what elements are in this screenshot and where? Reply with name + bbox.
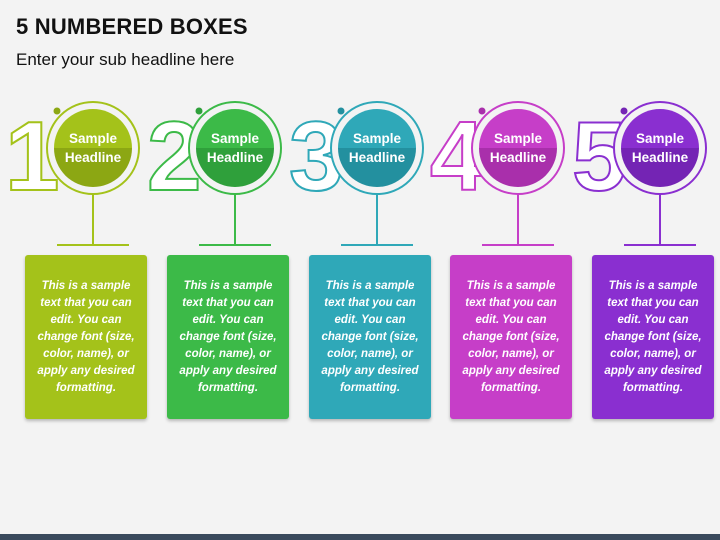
page-title: 5 NUMBERED BOXES [16,14,248,39]
step-body-text: This is a sample text that you can edit.… [604,279,702,394]
step-ring-graphic: 3 [288,100,424,246]
step-ring-graphic: 2 [146,100,282,246]
step-text-box[interactable]: This is a sample text that you can edit.… [25,255,147,419]
step-ring-graphic: 5 [571,100,707,246]
step-headline-line2: Headline [489,150,547,165]
step-headline-line1: Sample [493,131,543,146]
step-headline-line1: Sample [68,131,118,146]
step-ring-graphic: 4 [429,100,565,246]
headline-disc [196,109,274,187]
step-text-box[interactable]: This is a sample text that you can edit.… [450,255,572,419]
step-text-box[interactable]: This is a sample text that you can edit.… [309,255,431,419]
step-body-text: This is a sample text that you can edit.… [462,279,560,394]
step-headline-line2: Headline [206,150,264,165]
ring-dot [195,107,203,115]
headline-disc [479,109,557,187]
page-subtitle: Enter your sub headline here [16,50,235,69]
ring-dot [478,107,486,115]
ring-dot [620,107,628,115]
step-headline-line2: Headline [348,150,406,165]
step-ring-graphic: 1 [4,100,140,246]
bottom-bar [0,534,720,540]
step-headline-line1: Sample [210,131,260,146]
step-headline-line1: Sample [635,131,685,146]
headline-disc [338,109,416,187]
step-text-box[interactable]: This is a sample text that you can edit.… [167,255,289,419]
step-body-text: This is a sample text that you can edit.… [321,279,419,394]
step-body-text: This is a sample text that you can edit.… [37,279,135,394]
headline-disc [54,109,132,187]
step-text-box[interactable]: This is a sample text that you can edit.… [592,255,714,419]
ring-dot [53,107,61,115]
step-number: 4 [430,101,485,211]
step-headline-line2: Headline [631,150,689,165]
step-headline-line1: Sample [352,131,402,146]
ring-dot [337,107,345,115]
headline-disc [621,109,699,187]
step-headline-line2: Headline [64,150,122,165]
step-body-text: This is a sample text that you can edit.… [179,279,277,394]
